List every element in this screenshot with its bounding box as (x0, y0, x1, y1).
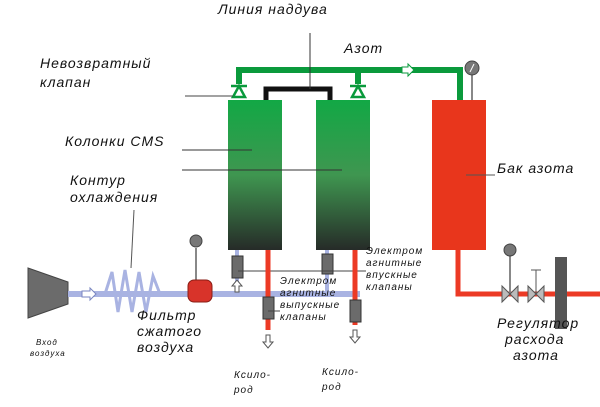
label-nitrogen-tank: Бак азота (497, 160, 574, 176)
label-check-valve: клапан (40, 74, 91, 90)
down-arrow-1 (261, 334, 275, 349)
nitrogen-outlet-pipe (455, 250, 600, 297)
pressure-gauge-tank (464, 60, 480, 100)
down-arrow-2 (348, 329, 362, 344)
label-oxygen-2: Ксило- (322, 367, 359, 378)
label-filter: воздуха (137, 339, 194, 355)
air-inlet (27, 267, 69, 319)
valve-regulator-2 (527, 269, 545, 304)
up-arrow (230, 279, 244, 293)
label-air-inlet: Вход (36, 338, 58, 347)
label-oxygen-1: род (233, 385, 254, 396)
label-oxygen-2: род (321, 382, 342, 393)
label-boost-line: Линия наддува (217, 1, 328, 17)
cooling-leader (130, 209, 135, 269)
outlet-solenoid-valve-1 (262, 296, 275, 320)
label-outlet-valves: клапаны (280, 312, 327, 323)
label-flow-regulator: азота (513, 347, 559, 363)
flow-arrow-nitrogen (401, 62, 415, 78)
label-flow-regulator: расхода (504, 331, 564, 347)
label-air-inlet: воздуха (30, 349, 66, 358)
check-valve-1 (230, 83, 248, 100)
label-cms-columns: Колонки CMS (65, 133, 165, 149)
cms-column-1 (228, 100, 282, 250)
flow-regulator (555, 257, 567, 329)
label-filter: сжатого (137, 323, 202, 339)
label-outlet-valves: выпускные (280, 300, 340, 311)
inlet-solenoid-valve-2 (321, 253, 334, 275)
label-cooling-loop: охлаждения (70, 189, 158, 205)
label-outlet-valves: агнитные (280, 288, 336, 299)
air-filter (187, 234, 213, 303)
cms-column-2 (316, 100, 370, 250)
label-inlet-valves: агнитные (366, 258, 422, 269)
label-oxygen-1: Ксило- (234, 370, 271, 381)
valve-regulator-1 (501, 284, 519, 304)
cooling-coil (103, 269, 162, 313)
outlet-solenoid-valve-2 (349, 299, 362, 323)
label-outlet-valves: Электром (280, 276, 337, 287)
flow-arrow-air (81, 286, 97, 302)
check-valve-2 (349, 83, 367, 100)
label-filter: Фильтр (137, 307, 196, 323)
nitrogen-pipe (236, 67, 463, 100)
inlet-solenoid-valve-1 (231, 255, 244, 279)
label-nitrogen: Азот (343, 40, 383, 56)
pressure-gauge-outlet (503, 243, 517, 294)
label-inlet-valves: Электром (366, 246, 423, 257)
label-cooling-loop: Контур (70, 172, 126, 188)
boost-line-pipe (263, 86, 333, 100)
label-flow-regulator: Регулятор (497, 315, 579, 331)
label-check-valve: Невозвратный (40, 55, 151, 71)
label-inlet-valves: впускные (366, 270, 418, 281)
label-inlet-valves: клапаны (366, 282, 413, 293)
